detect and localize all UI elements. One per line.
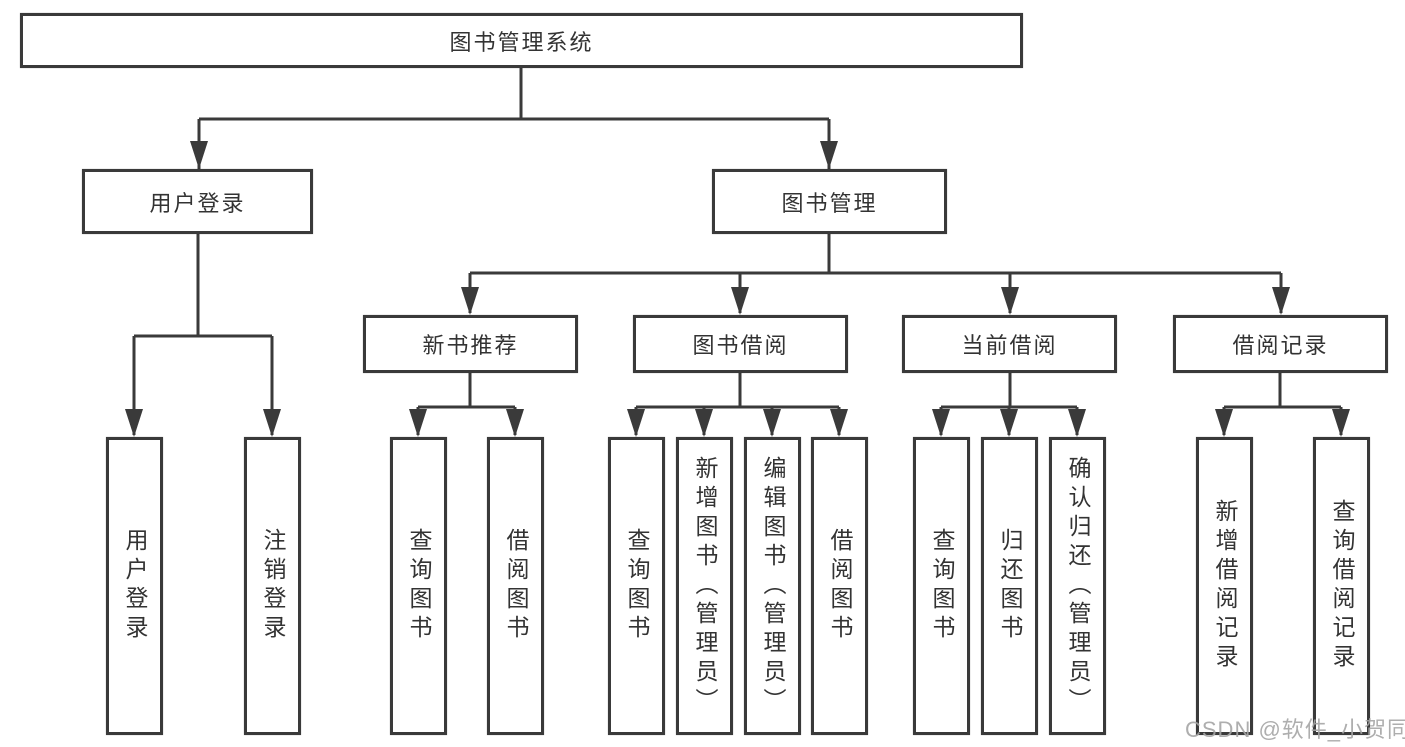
- leaf-query-books-borrowing: 查询图书: [608, 437, 665, 735]
- node-current-borrowing: 当前借阅: [902, 315, 1117, 373]
- leaf-logout: 注销登录: [244, 437, 301, 735]
- leaf-user-login: 用户登录: [106, 437, 163, 735]
- leaf-add-borrow-record: 新增借阅记录: [1196, 437, 1253, 735]
- node-book-borrowing: 图书借阅: [633, 315, 848, 373]
- arrowhead-icon: [830, 409, 848, 437]
- leaf-query-borrow-record: 查询借阅记录: [1313, 437, 1370, 735]
- arrowhead-icon: [409, 409, 427, 437]
- arrowhead-icon: [1068, 409, 1086, 437]
- node-borrowing-records: 借阅记录: [1173, 315, 1388, 373]
- leaf-confirm-return-admin: 确认归还（管理员）: [1049, 437, 1106, 735]
- leaf-query-books-recommend: 查询图书: [390, 437, 447, 735]
- arrowhead-icon: [125, 409, 143, 437]
- leaf-return-books: 归还图书: [981, 437, 1038, 735]
- connector-path: [132, 68, 1343, 435]
- arrowhead-icon: [731, 287, 749, 315]
- arrowheads: [125, 141, 1350, 437]
- arrowhead-icon: [1001, 287, 1019, 315]
- arrowhead-icon: [461, 287, 479, 315]
- arrowhead-icon: [1000, 409, 1018, 437]
- arrowhead-icon: [695, 409, 713, 437]
- node-user-login: 用户登录: [82, 169, 313, 234]
- leaf-add-books-admin: 新增图书（管理员）: [676, 437, 733, 735]
- leaf-edit-books-admin: 编辑图书（管理员）: [744, 437, 801, 735]
- arrowhead-icon: [932, 409, 950, 437]
- arrowhead-icon: [763, 409, 781, 437]
- node-new-book-recommendation: 新书推荐: [363, 315, 578, 373]
- leaf-borrow-books: 借阅图书: [811, 437, 868, 735]
- arrowhead-icon: [263, 409, 281, 437]
- arrowhead-icon: [820, 141, 838, 169]
- node-book-management: 图书管理: [712, 169, 947, 234]
- node-book-management-system: 图书管理系统: [20, 13, 1023, 68]
- arrowhead-icon: [1332, 409, 1350, 437]
- leaf-query-books-current: 查询图书: [913, 437, 970, 735]
- arrowhead-icon: [506, 409, 524, 437]
- leaf-borrow-books-recommend: 借阅图书: [487, 437, 544, 735]
- arrowhead-icon: [190, 141, 208, 169]
- arrowhead-icon: [627, 409, 645, 437]
- arrowhead-icon: [1272, 287, 1290, 315]
- watermark: CSDN @软件_小贺同学: [1185, 717, 1405, 742]
- arrowhead-icon: [1215, 409, 1233, 437]
